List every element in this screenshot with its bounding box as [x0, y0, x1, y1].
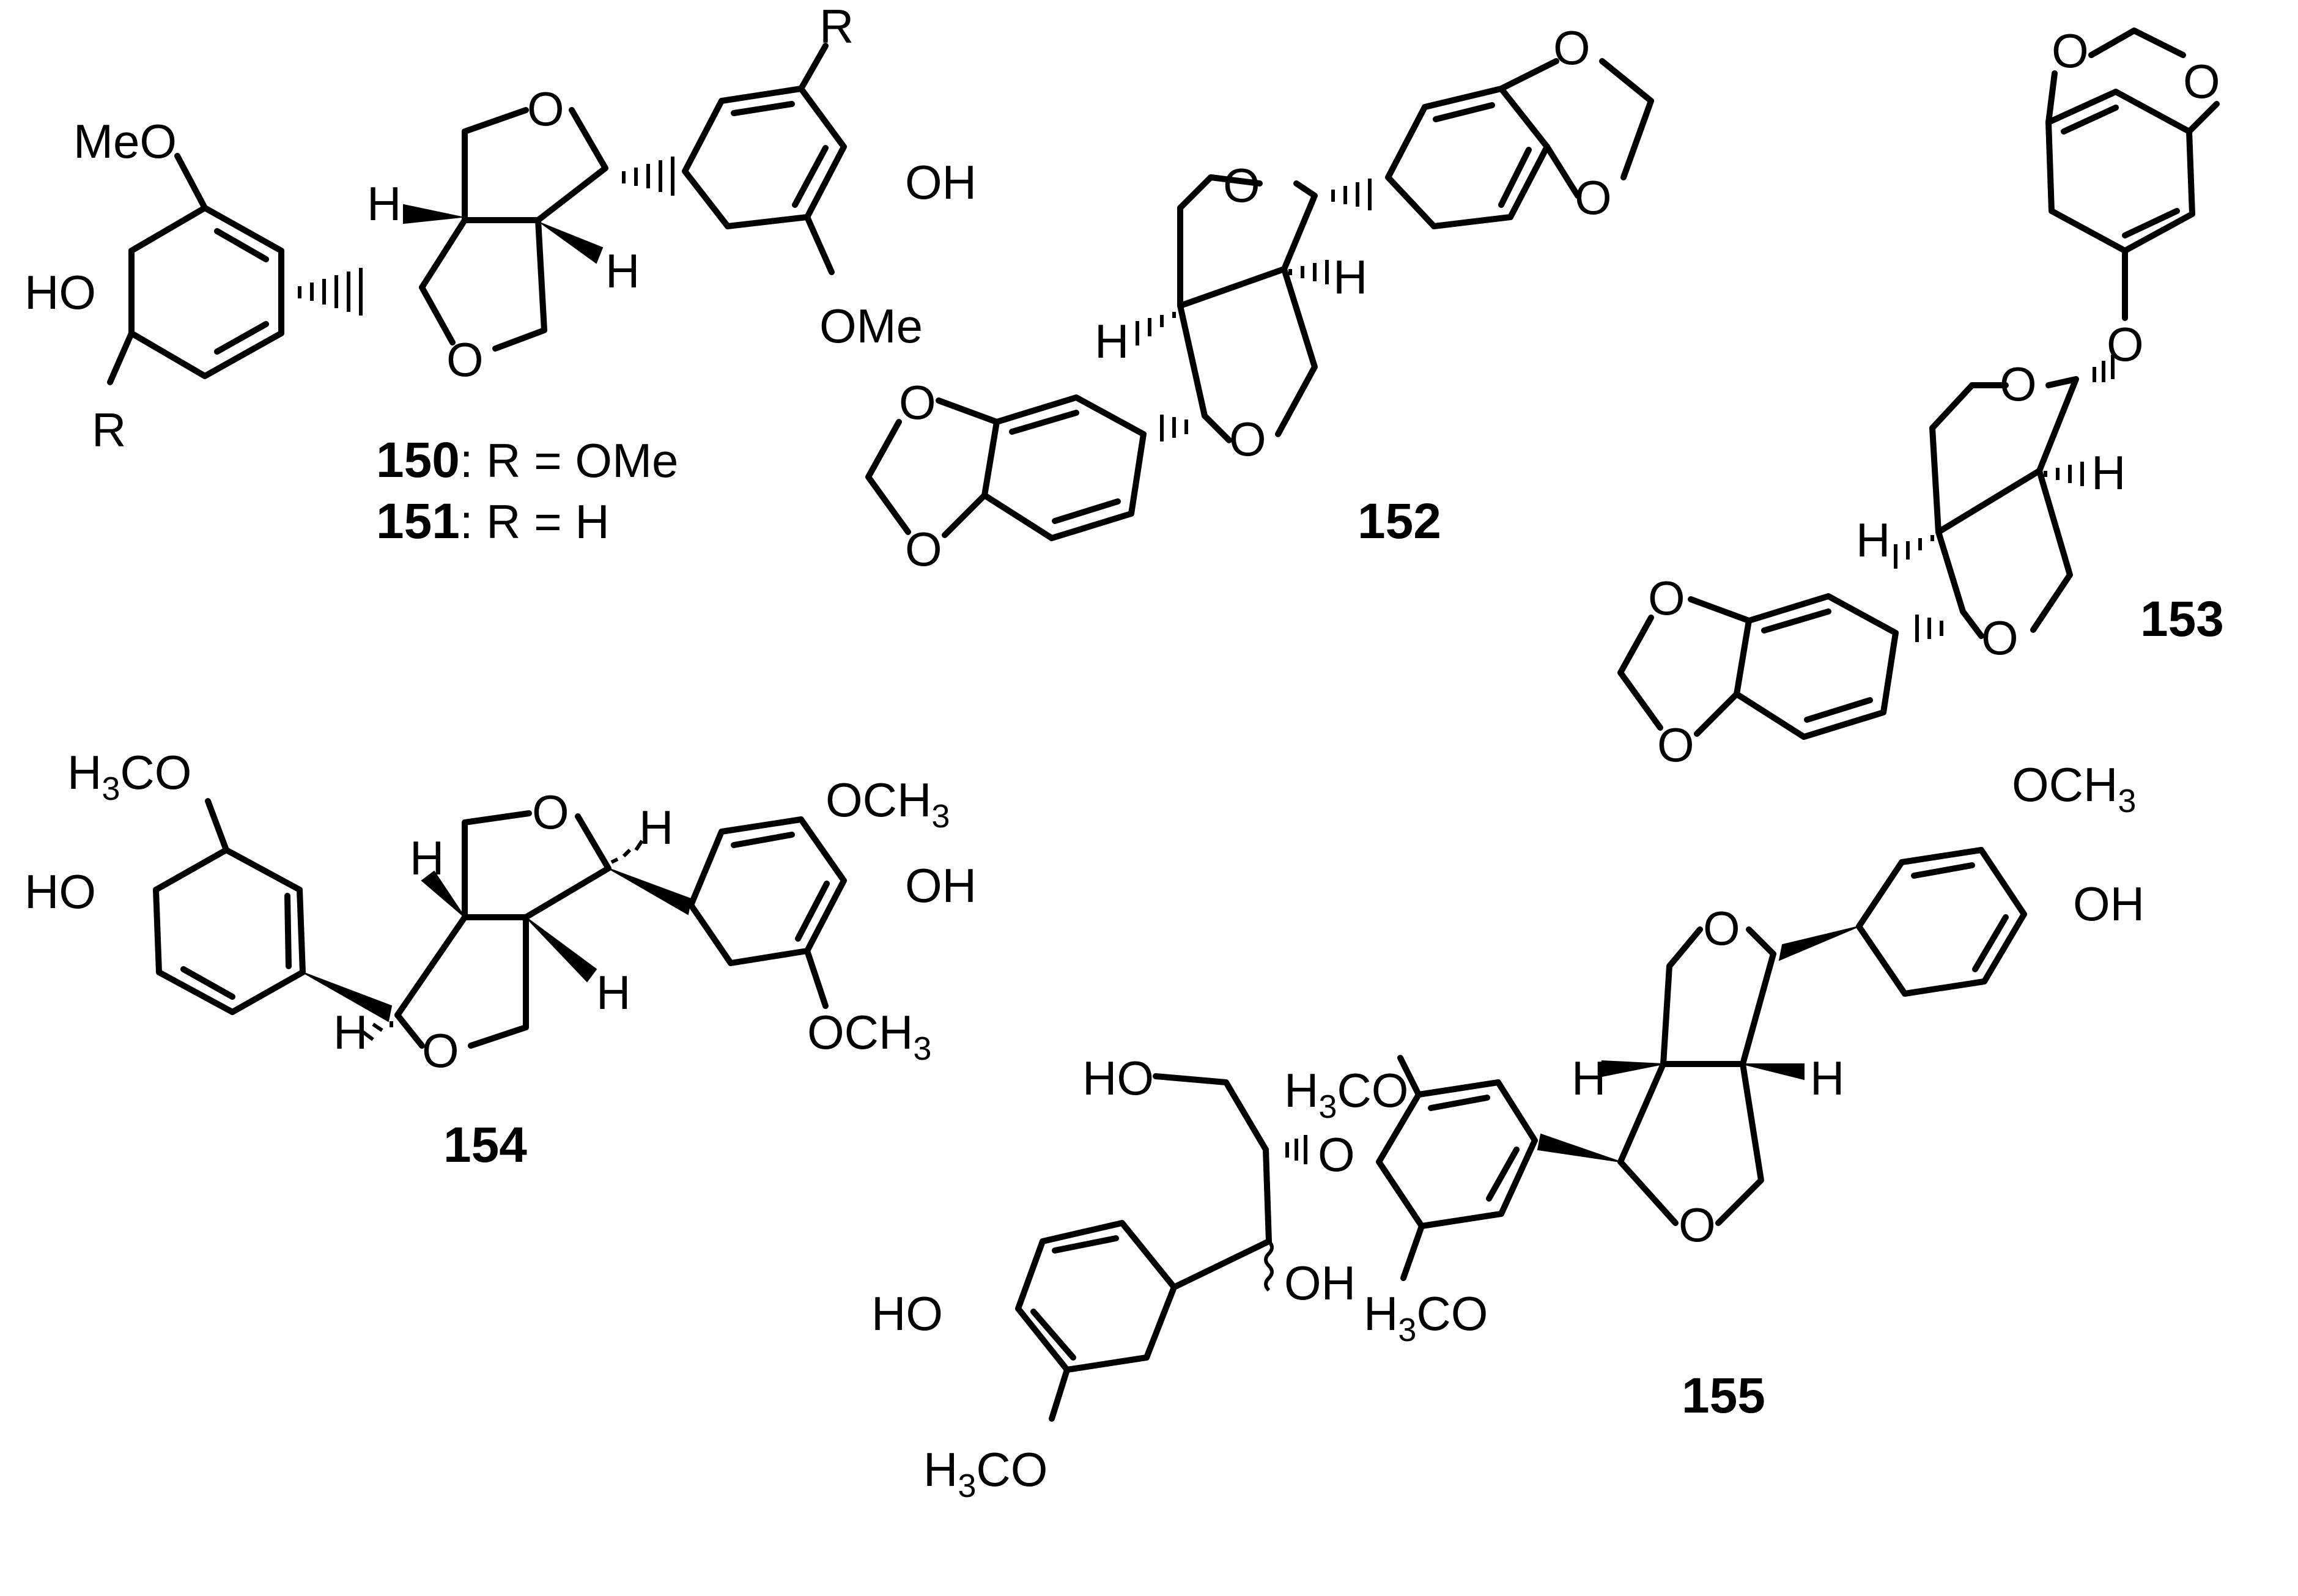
hash-bond-155-ether	[1285, 1135, 1307, 1164]
compound-150-number: 150	[376, 432, 460, 488]
structure-153: O O O O H H O O O 153	[1617, 24, 2224, 772]
wedge-h-154-2	[525, 917, 597, 983]
wedge-154-left	[302, 972, 393, 1022]
label-h3co: H3CO	[67, 745, 191, 807]
structure-152: O O O H H O O O 152	[865, 21, 1654, 576]
label-o: O	[899, 375, 936, 429]
label-h3co: H3CO	[1364, 1287, 1488, 1348]
label-ome: OMe	[819, 299, 923, 353]
label-h: H	[639, 800, 673, 854]
label-o: O	[1981, 611, 2019, 665]
compound-150-definition: : R = OMe	[460, 434, 679, 487]
hash-bond-152-bottom	[1160, 415, 1188, 441]
label-h: H	[1810, 1051, 1844, 1105]
label-h: H	[1856, 513, 1890, 567]
label-oh: OH	[905, 155, 977, 209]
wedge-h-155-right	[1742, 1063, 1805, 1081]
label-och3: OCH3	[826, 773, 950, 835]
label-o: O	[1657, 718, 1694, 772]
hash-h-154-b	[610, 840, 644, 864]
wavy-bond-155	[1264, 1239, 1274, 1292]
hash-h-154-a	[360, 1021, 393, 1041]
hash-bond-right	[622, 157, 674, 196]
label-o: O	[532, 785, 569, 839]
wedge-h-left	[403, 204, 462, 224]
label-o: O	[1318, 1128, 1355, 1181]
label-o: O	[1229, 412, 1266, 466]
label-o: O	[446, 333, 484, 386]
hash-bond-153-top	[2093, 355, 2115, 382]
label-och3: OCH3	[807, 1005, 931, 1067]
label-h: H	[2091, 446, 2126, 500]
label-h3co: H3CO	[1284, 1063, 1408, 1125]
hash-bond-left	[298, 268, 363, 316]
label-ho: HO	[871, 1287, 943, 1340]
wedge-h-right	[541, 223, 604, 264]
hash-h-153-right	[2044, 462, 2084, 486]
structure-154: H3CO HO H H O O H H OCH3 OH OCH3 154	[24, 745, 977, 1173]
label-h: H	[596, 966, 630, 1019]
label-h: H	[367, 177, 401, 231]
label-meo: MeO	[73, 114, 177, 168]
compound-151-line: 151: R = H	[376, 493, 610, 549]
hash-bond-153-bottom	[1915, 615, 1943, 642]
hash-h-153-left	[1894, 535, 1934, 569]
wedge-154-right	[608, 868, 692, 915]
label-o: O	[1648, 571, 1685, 625]
wedge-h-155-left	[1602, 1060, 1664, 1077]
compound-153-number: 153	[2140, 591, 2224, 647]
label-o: O	[527, 82, 564, 136]
label-h: H	[410, 831, 444, 885]
label-oh: OH	[2073, 877, 2145, 931]
label-h: H	[1333, 250, 1367, 304]
structure-155: OCH3 OH O H H O H3CO H3CO O HO OH HO H3C…	[871, 758, 2145, 1504]
wedge-h-154-1	[421, 870, 465, 918]
hash-bond-152-top	[1331, 179, 1372, 210]
label-ho: HO	[24, 265, 96, 319]
label-o: O	[2107, 317, 2144, 371]
label-h: H	[605, 244, 640, 298]
label-o: O	[2183, 54, 2220, 108]
label-ho: HO	[24, 865, 96, 918]
label-ho: HO	[1082, 1051, 1154, 1105]
label-r: R	[92, 403, 126, 457]
label-h3co: H3CO	[923, 1443, 1047, 1504]
compound-150-line: 150: R = OMe	[376, 432, 678, 488]
label-o: O	[1575, 171, 1612, 224]
label-o: O	[1679, 1198, 1716, 1252]
hash-h-152-left	[1136, 312, 1176, 345]
hash-h-152-right	[1288, 260, 1329, 284]
wedge-155-top	[1778, 926, 1860, 961]
label-o: O	[2052, 24, 2089, 78]
label-och3: OCH3	[2012, 758, 2136, 819]
label-o: O	[2000, 357, 2037, 411]
compound-155-number: 155	[1682, 1368, 1765, 1424]
label-o: O	[1553, 21, 1590, 75]
structure-150-151: MeO HO R O O H H R OH OMe 150: R = OMe 1…	[24, 0, 977, 549]
compound-151-definition: : R = H	[460, 495, 610, 549]
label-h: H	[1572, 1051, 1606, 1105]
wedge-155-bottom	[1537, 1133, 1621, 1162]
label-h: H	[1095, 314, 1129, 368]
label-h: H	[333, 1005, 368, 1059]
label-o: O	[1703, 901, 1740, 955]
label-o: O	[905, 522, 942, 576]
label-o: O	[1223, 158, 1260, 212]
label-r: R	[819, 0, 854, 53]
compound-154-number: 154	[443, 1117, 527, 1173]
label-o: O	[422, 1024, 459, 1077]
compound-151-number: 151	[376, 493, 460, 549]
label-oh: OH	[905, 859, 977, 912]
label-oh: OH	[1284, 1256, 1356, 1310]
compound-152-number: 152	[1358, 493, 1441, 549]
